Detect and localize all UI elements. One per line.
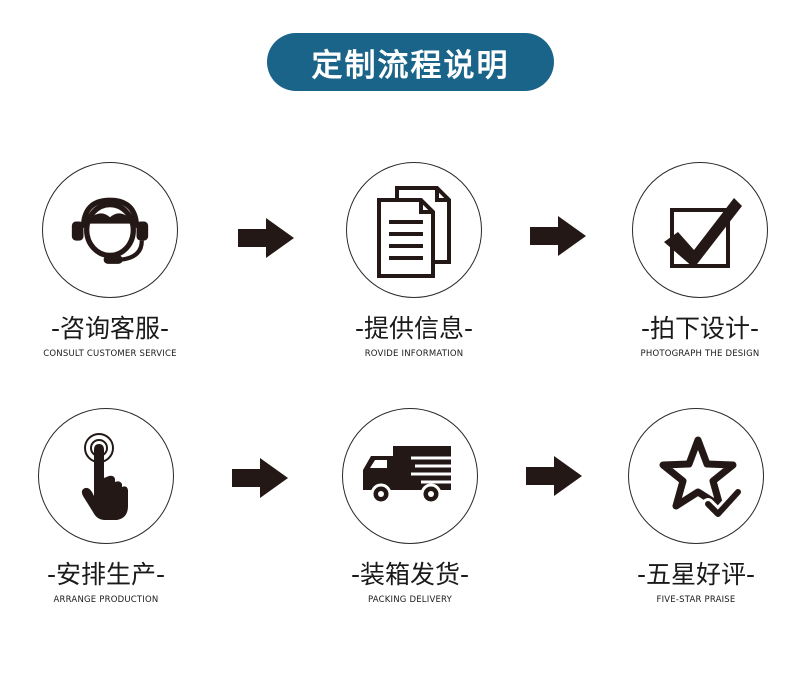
step-circle [346,162,482,298]
step-circle [628,408,764,544]
step-circle [42,162,178,298]
arrow-right-icon [232,458,288,498]
step-title: -拍下设计- [640,314,760,343]
step-consult-customer-service: -咨询客服- CONSULT CUSTOMER SERVICE [0,162,220,360]
step-provide-information: -提供信息- ROVIDE INFORMATION [304,162,524,360]
step-subtitle: PACKING DELIVERY [367,595,452,605]
delivery-truck-icon [363,446,461,505]
arrow-right-icon [530,216,586,256]
touch-hand-icon [81,433,128,520]
step-five-star-praise: -五星好评- FIVE-STAR PRAISE [586,408,800,606]
step-photograph-the-design: -拍下设计- PHOTOGRAPH THE DESIGN [590,162,800,360]
step-circle [342,408,478,544]
step-title: -提供信息- [354,314,474,343]
step-packing-delivery: -装箱发货- PACKING DELIVERY [300,408,520,606]
step-subtitle: ROVIDE INFORMATION [364,349,464,359]
arrow-right-icon [238,218,294,258]
step-arrange-production: -安排生产- ARRANGE PRODUCTION [0,408,216,606]
customer-service-headset-icon [71,197,149,264]
checkbox-checked-icon [664,198,742,268]
step-subtitle: CONSULT CUSTOMER SERVICE [43,349,177,359]
step-title: -装箱发货- [350,560,470,589]
step-circle [38,408,174,544]
step-subtitle: FIVE-STAR PRAISE [656,595,736,605]
star-check-icon [659,436,744,520]
step-title: -安排生产- [46,560,166,589]
page-title: 定制流程说明 [267,33,554,91]
documents-icon [377,186,451,278]
step-title: -五星好评- [636,560,756,589]
step-subtitle: PHOTOGRAPH THE DESIGN [640,349,760,359]
step-title: -咨询客服- [50,314,170,343]
step-subtitle: ARRANGE PRODUCTION [53,595,159,605]
arrow-right-icon [526,456,582,496]
step-circle [632,162,768,298]
